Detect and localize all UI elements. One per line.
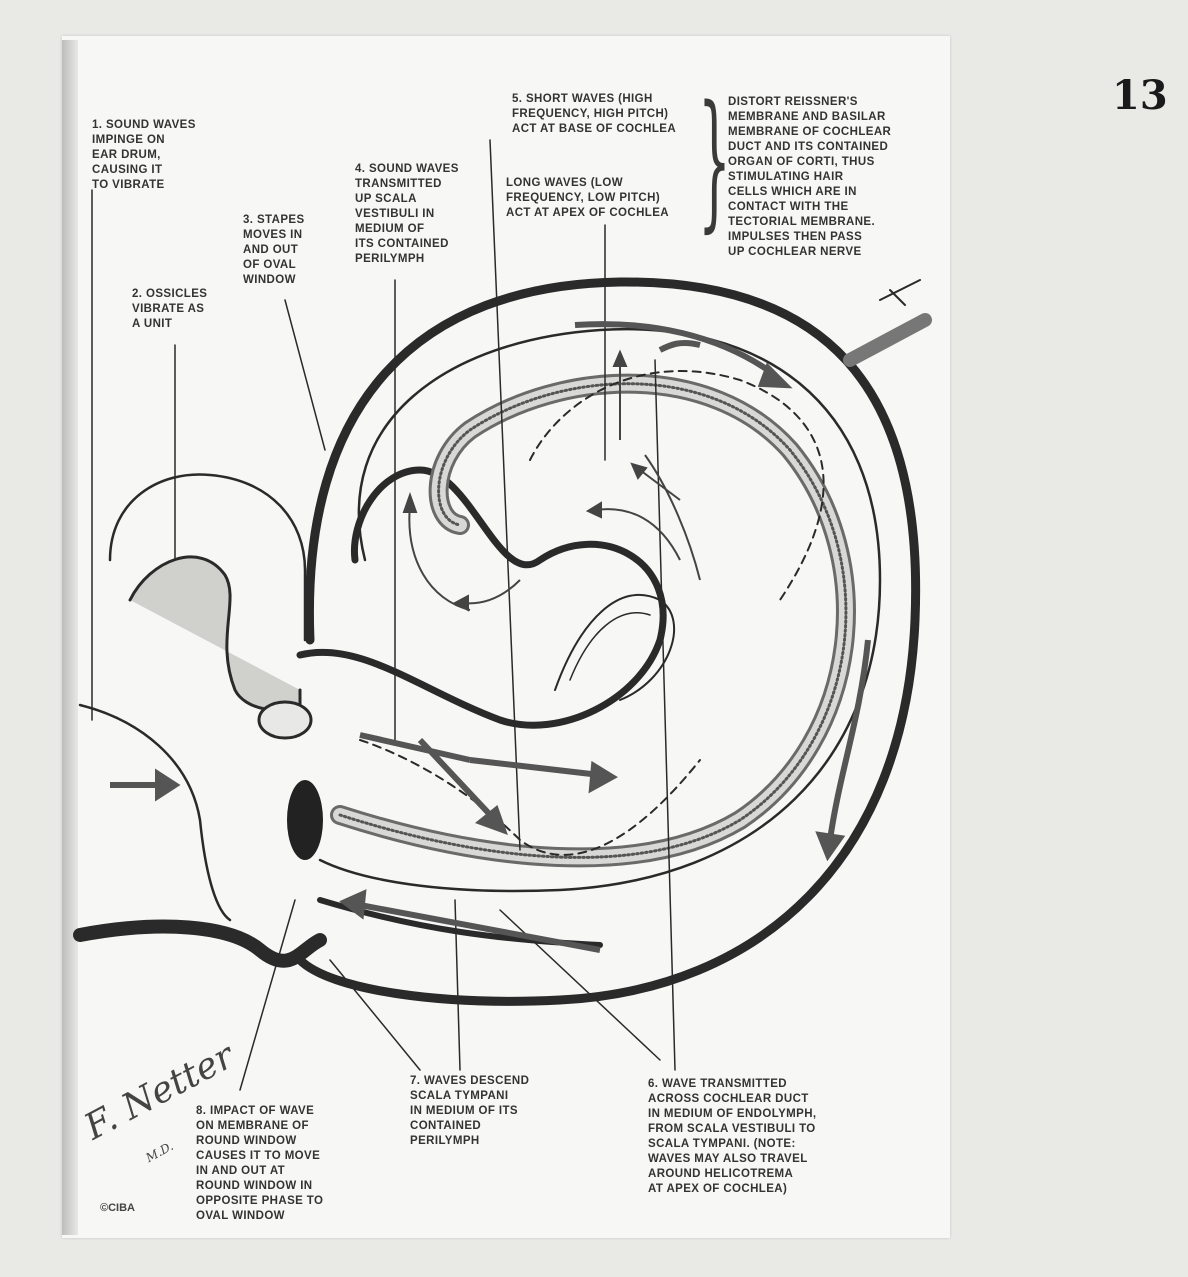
label-5-long-waves: LONG WAVES (LOW FREQUENCY, LOW PITCH) AC… <box>506 176 669 221</box>
round-window <box>287 780 323 860</box>
label-6-wave-transmitted: 6. WAVE TRANSMITTED ACROSS COCHLEAR DUCT… <box>648 1077 817 1197</box>
label-7-scala-tympani: 7. WAVES DESCEND SCALA TYMPANI IN MEDIUM… <box>410 1074 529 1149</box>
label-3-stapes: 3. STAPES MOVES IN AND OUT OF OVAL WINDO… <box>243 213 305 288</box>
ossicles <box>130 557 300 710</box>
label-4-scala-vestibuli: 4. SOUND WAVES TRANSMITTED UP SCALA VEST… <box>355 162 459 267</box>
label-5-short-waves: 5. SHORT WAVES (HIGH FREQUENCY, HIGH PIT… <box>512 92 676 137</box>
copyright-mark: ©CIBA <box>100 1202 135 1214</box>
cochlear-nerve <box>850 320 925 360</box>
bony-wall-bottom <box>80 927 320 961</box>
stapes <box>259 702 311 738</box>
label-8-round-window: 8. IMPACT OF WAVE ON MEMBRANE OF ROUND W… <box>196 1104 323 1224</box>
label-2-ossicles: 2. OSSICLES VIBRATE AS A UNIT <box>132 287 207 332</box>
ear-canal <box>80 705 230 920</box>
label-5-distort: DISTORT REISSNER'S MEMBRANE AND BASILAR … <box>728 95 891 260</box>
brace: } <box>698 86 731 234</box>
label-1-sound-waves: 1. SOUND WAVES IMPINGE ON EAR DRUM, CAUS… <box>92 118 196 193</box>
